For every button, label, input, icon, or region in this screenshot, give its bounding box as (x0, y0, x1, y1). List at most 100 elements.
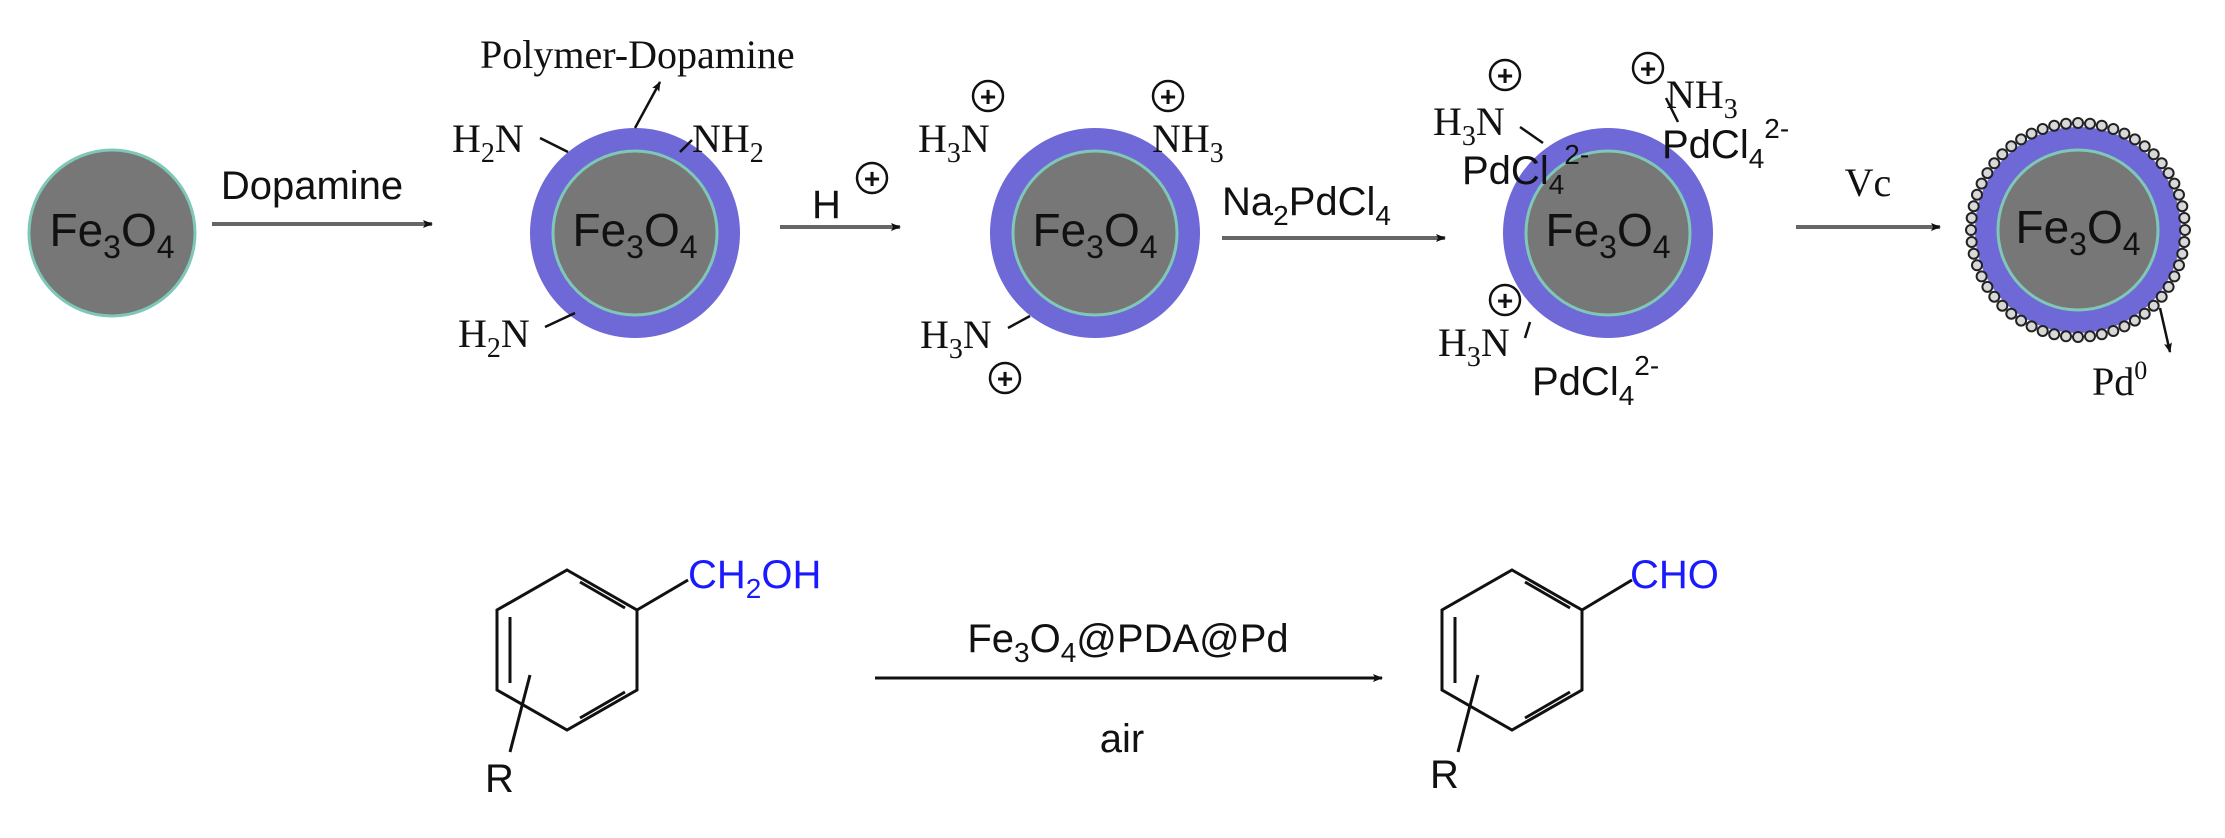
pd-nanoparticle (2168, 177, 2181, 190)
pd-nanoparticle (1965, 236, 1978, 248)
pd-nanoparticle (2179, 224, 2191, 236)
svg-text:+: + (1160, 81, 1176, 112)
step-arrow-protonation: H + (780, 161, 901, 231)
svg-text:+: + (1497, 285, 1513, 316)
pd-pointer (2158, 307, 2172, 353)
pd-nanoparticle (2155, 157, 2168, 170)
pd-nanoparticle (2095, 119, 2108, 132)
counterion: PdCl42- (1532, 350, 1659, 411)
charge-icon (1151, 79, 1185, 113)
pd-nanoparticle (2138, 140, 2151, 153)
amine-group: NH2 (692, 116, 764, 169)
pd-nanoparticle (2178, 236, 2191, 248)
svg-text:+: + (980, 81, 996, 112)
substituent-label: R (1430, 753, 1459, 797)
core-label: Fe3O4 (572, 204, 697, 265)
ammonium-group: H3N (918, 116, 990, 169)
pd-nanoparticle (2036, 123, 2049, 135)
pd-nanoparticle (2173, 259, 2185, 272)
protonated-particle: Fe3O4 H3N + NH3 + H3N + (918, 79, 1224, 395)
step-label: Na2PdCl4 (1222, 180, 1391, 231)
pd-nanoparticle (2025, 127, 2038, 140)
pd-nanoparticle (2015, 314, 2028, 327)
pd-nanoparticle (2015, 133, 2028, 146)
pd-nanoparticle (2048, 119, 2061, 132)
particle-core (551, 149, 719, 317)
particle-core (27, 148, 197, 318)
pd-nanoparticle (1996, 148, 2009, 161)
counterion: PdCl42- (1462, 139, 1589, 200)
product-group: CHO (1630, 553, 1719, 597)
pd-nanoparticle (1988, 157, 2001, 170)
pd-nanoparticle (2005, 307, 2018, 320)
pd-nanoparticle (2147, 148, 2160, 161)
svg-text:+: + (997, 363, 1013, 394)
pd-nanoparticle (2025, 320, 2038, 333)
pd-nanoparticle-ring (1965, 117, 2191, 343)
step-arrow-dopamine: Dopamine (212, 164, 433, 228)
pd-nanoparticle (2084, 330, 2096, 343)
pd-nanoparticle (2128, 133, 2141, 146)
reactant-structure (495, 568, 689, 753)
pd-nanoparticle (2178, 212, 2191, 224)
pd-nanoparticle (1996, 299, 2009, 312)
shell-label: Polymer-Dopamine (480, 32, 795, 77)
charge-icon (1631, 51, 1665, 85)
pd-nanoparticle (2168, 270, 2181, 283)
pd-nanoparticle (1965, 224, 1977, 236)
pd-nanoparticle (2072, 117, 2084, 129)
product-structure (1440, 568, 1633, 753)
pd-nanoparticle (1965, 212, 1978, 224)
pd-nanoparticle (2128, 314, 2141, 327)
amine-group: H2N (452, 116, 524, 169)
catalyst-label: Fe3O4@PDA@Pd (967, 617, 1288, 668)
ammonium-group: NH3 (1152, 116, 1224, 169)
pd-nanoparticle (2060, 330, 2072, 343)
svg-text:+: + (1497, 60, 1513, 91)
charge-icon (988, 361, 1022, 395)
pd-nanoparticle (1988, 290, 2001, 303)
svg-text:+: + (1640, 53, 1656, 84)
pd-nanoparticle (2095, 328, 2108, 341)
step-arrow-pd-loading: Na2PdCl4 (1222, 180, 1446, 242)
pd-nanoparticle (2072, 331, 2084, 343)
bare-particle: Fe3O4 (27, 148, 197, 318)
pd-nanoparticle (2162, 280, 2175, 293)
amine-group: H2N (458, 311, 530, 364)
particle-core (1524, 149, 1692, 317)
pd-nanoparticle (1981, 167, 1994, 180)
pd-nanoparticle (2176, 200, 2189, 213)
pd-nanoparticle (2084, 117, 2096, 130)
pd-nanoparticle (2036, 325, 2049, 337)
pd-nanoparticle (2176, 247, 2189, 260)
pd-nanoparticle (1971, 188, 1983, 201)
charge-icon (1488, 58, 1522, 92)
step-label: H (812, 183, 841, 227)
pd-nanoparticle (2173, 188, 2185, 201)
pd-nanoparticle (1967, 200, 1980, 213)
reactant-group: CH2OH (688, 553, 821, 604)
core-label: Fe3O4 (1032, 204, 1157, 265)
pd-nanoparticle (2118, 320, 2131, 333)
pd-nanoparticle (2107, 123, 2120, 135)
shell-pointer (633, 81, 662, 129)
ammonium-group: H3N (1438, 320, 1510, 373)
counterion: PdCl42- (1662, 113, 1789, 174)
svg-text:+: + (864, 163, 880, 194)
ammonium-group: H3N (1433, 99, 1505, 152)
pd-nanoparticle (1975, 177, 1988, 190)
pd-label: Pd0 (2092, 356, 2147, 404)
pd-nanoparticle (1975, 270, 1988, 283)
pd-nanoparticle (2048, 328, 2061, 341)
pd-nanoparticle (2147, 299, 2160, 312)
core-label: Fe3O4 (49, 204, 174, 265)
pd-nanoparticle (1967, 247, 1980, 260)
pd-nanoparticle (2155, 290, 2168, 303)
pd-nanoparticle (2162, 167, 2175, 180)
coated-particle: Fe3O4 Polymer-Dopamine H2N NH2 H2N (452, 32, 795, 364)
particle-core (1011, 149, 1179, 317)
ammonium-group: H3N (920, 312, 992, 365)
pd-nanoparticle (2107, 325, 2120, 337)
step-label: Vc (1845, 160, 1892, 205)
